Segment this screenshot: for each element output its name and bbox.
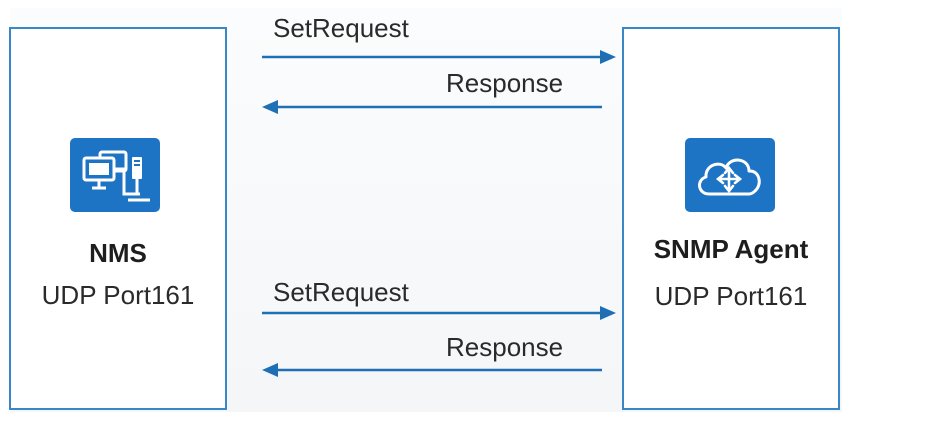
arrowhead-setrequest-2	[600, 306, 616, 320]
cloud-router-icon	[685, 138, 775, 212]
nms-port: UDP Port161	[41, 280, 195, 310]
agent-port: UDP Port161	[654, 281, 808, 311]
agent-title: SNMP Agent	[653, 234, 809, 264]
message-label-response-2: Response	[446, 332, 564, 362]
message-label-response-1: Response	[446, 68, 564, 98]
nms-title: NMS	[89, 238, 147, 268]
nms-node-box	[9, 27, 227, 410]
arrowhead-setrequest-1	[600, 50, 616, 64]
arrowhead-response-2	[262, 363, 278, 377]
network-management-icon	[70, 138, 160, 212]
agent-node-box	[622, 27, 840, 410]
message-label-setrequest-1: SetRequest	[273, 13, 409, 43]
arrowhead-response-1	[262, 100, 278, 114]
message-label-setrequest-2: SetRequest	[273, 277, 409, 307]
